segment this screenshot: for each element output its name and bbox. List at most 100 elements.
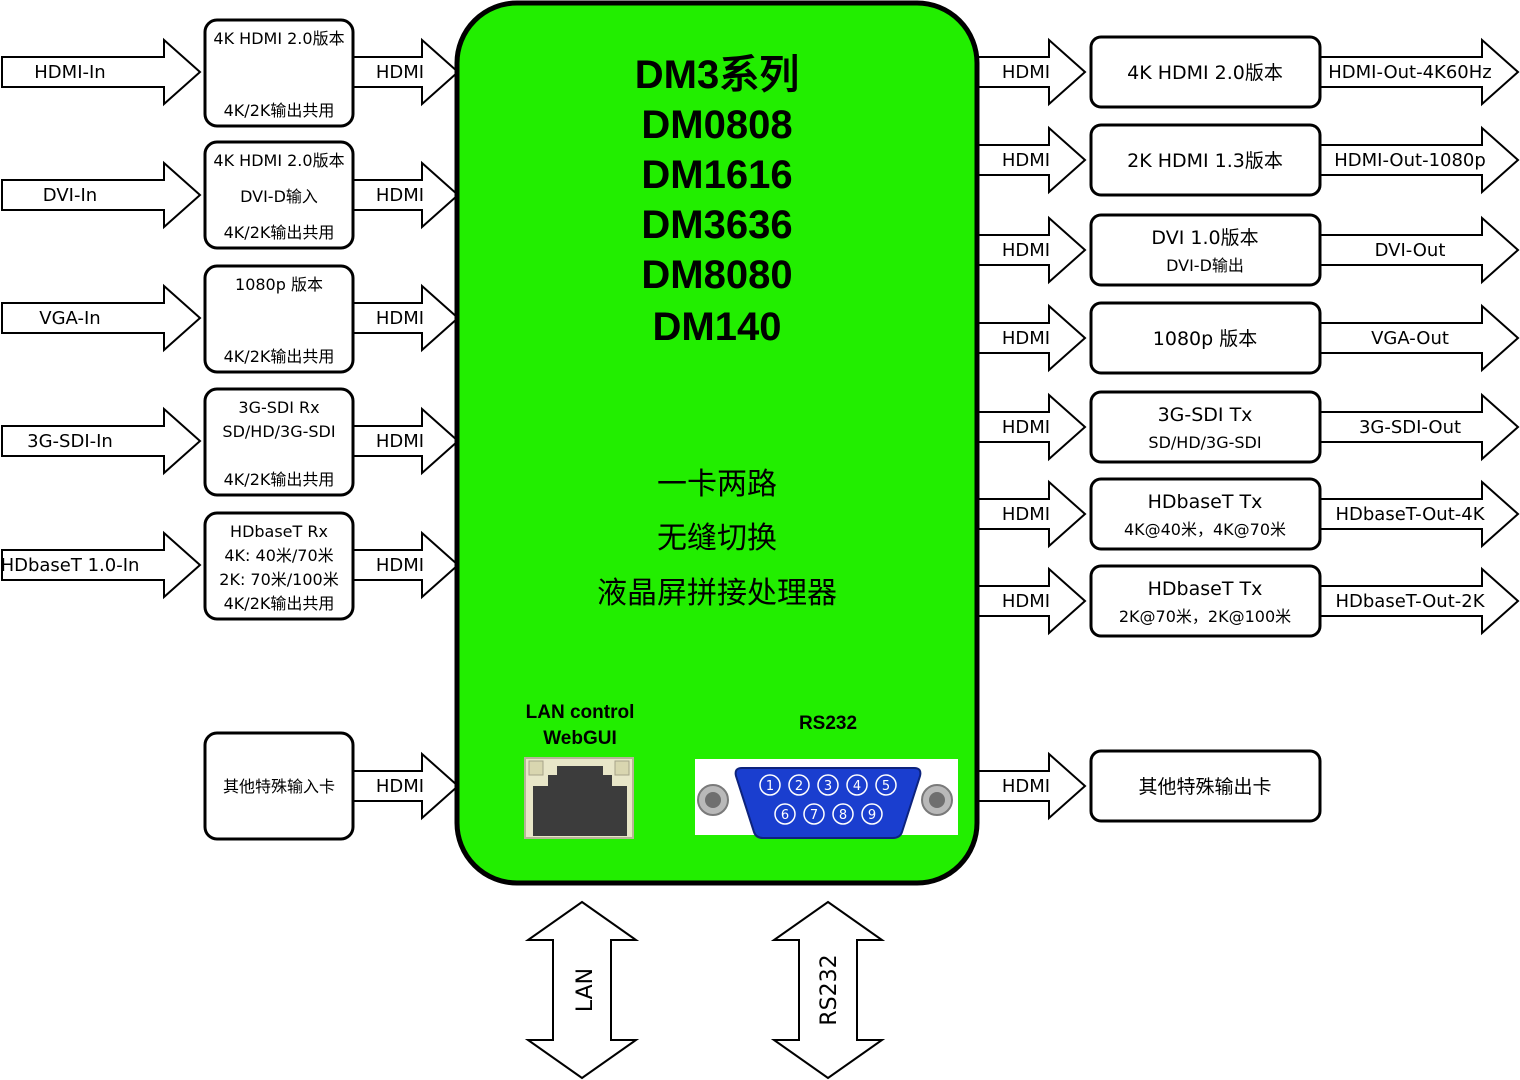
processor-features: 一卡两路 无缝切换 液晶屏拼接处理器 — [597, 467, 837, 611]
feature-text: 液晶屏拼接处理器 — [597, 576, 837, 611]
output-link-arrow — [977, 566, 1087, 636]
input-link-label: HDMI — [376, 431, 424, 452]
output-dest-arrow — [1319, 303, 1520, 373]
input-source-label: VGA-In — [39, 308, 100, 329]
input-card — [203, 18, 355, 128]
output-card-line: 1080p 版本 — [1153, 328, 1257, 350]
output-card-line: 4K HDMI 2.0版本 — [1127, 62, 1283, 84]
rs232-arrow-label: RS232 — [817, 954, 842, 1025]
output-card — [1089, 564, 1322, 638]
output-dest-label: DVI-Out — [1375, 240, 1446, 261]
db9-pin-number: 5 — [882, 779, 890, 794]
input-source-arrow — [1, 283, 202, 353]
input-card-line: 4K/2K输出共用 — [224, 101, 335, 120]
input-card — [203, 731, 355, 841]
input-card-line: 其他特殊输入卡 — [223, 777, 335, 796]
input-card-line: 4K HDMI 2.0版本 — [213, 29, 344, 48]
db9-pin-number: 1 — [766, 779, 774, 794]
output-card — [1089, 390, 1322, 464]
input-card-line: HDbaseT Rx — [230, 522, 328, 541]
input-card-line: 4K: 40米/70米 — [224, 546, 333, 565]
input-source-arrow — [1, 530, 202, 600]
input-card-line: 2K: 70米/100米 — [219, 570, 338, 589]
output-card-line: HDbaseT Tx — [1148, 578, 1263, 600]
db9-pin-number: 4 — [853, 779, 861, 794]
input-card-line: 4K/2K输出共用 — [224, 470, 335, 489]
output-link-arrow — [977, 303, 1087, 373]
input-card-line: 4K/2K输出共用 — [224, 594, 335, 613]
input-link-label: HDMI — [376, 555, 424, 576]
output-card — [1089, 301, 1322, 375]
output-link-arrow — [977, 37, 1087, 107]
feature-text: 一卡两路 — [657, 467, 777, 502]
db9-pin — [759, 774, 781, 796]
title-line: DM3系列 — [635, 53, 799, 97]
output-link-label: HDMI — [1002, 417, 1050, 438]
input-card-line: 4K HDMI 2.0版本 — [213, 151, 344, 170]
output-link-label: HDMI — [1002, 240, 1050, 261]
rj45-led-right — [614, 760, 630, 776]
output-dest-label: HDbaseT-Out-4K — [1335, 504, 1485, 525]
output-link-arrow — [977, 479, 1087, 549]
input-link-arrow — [352, 530, 460, 600]
title-line: DM140 — [653, 305, 782, 349]
db9-screw-right — [921, 784, 953, 816]
input-source-label: HDMI-In — [34, 62, 105, 83]
feature-text: 无缝切换 — [657, 521, 777, 556]
input-link-arrow — [352, 751, 460, 821]
output-card — [1089, 213, 1322, 287]
output-link-arrow — [977, 751, 1087, 821]
db9-pin — [861, 803, 883, 825]
output-link-arrow — [977, 392, 1087, 462]
db9-pin-number: 3 — [824, 779, 832, 794]
db9-pin-number: 9 — [868, 808, 876, 823]
processor-box — [454, 0, 980, 886]
input-link-label: HDMI — [376, 185, 424, 206]
output-card-line: 2K HDMI 1.3版本 — [1127, 150, 1283, 172]
input-card — [203, 140, 355, 250]
output-card-line: 4K@40米，4K@70米 — [1124, 520, 1286, 539]
db9-connector-icon — [734, 767, 922, 839]
input-card-line: 4K/2K输出共用 — [224, 223, 335, 242]
title-line: DM8080 — [641, 253, 792, 297]
output-card-line: 3G-SDI Tx — [1158, 404, 1253, 426]
db9-pin — [846, 774, 868, 796]
lan-control-label: LAN control — [526, 702, 635, 723]
output-dest-arrow — [1319, 125, 1520, 195]
output-dest-arrow — [1319, 566, 1520, 636]
output-link-label: HDMI — [1002, 62, 1050, 83]
output-card — [1089, 35, 1322, 109]
output-card-line: DVI 1.0版本 — [1151, 227, 1258, 249]
input-source-arrow — [1, 160, 202, 230]
output-link-label: HDMI — [1002, 776, 1050, 797]
input-card — [203, 264, 355, 374]
db9-pin-number: 2 — [795, 779, 803, 794]
input-link-arrow — [352, 37, 460, 107]
rj45-led-left — [528, 760, 544, 776]
rs232-double-arrow: RS232 — [770, 900, 886, 1080]
db9-pin — [832, 803, 854, 825]
input-source-arrow — [1, 406, 202, 476]
input-card-line: 3G-SDI Rx — [238, 398, 319, 417]
output-card-line: DVI-D输出 — [1166, 256, 1244, 275]
input-link-label: HDMI — [376, 62, 424, 83]
input-link-label: HDMI — [376, 776, 424, 797]
output-card — [1089, 123, 1322, 197]
input-card-line: 4K/2K输出共用 — [224, 347, 335, 366]
output-dest-arrow — [1319, 392, 1520, 462]
output-link-label: HDMI — [1002, 504, 1050, 525]
db9-pin — [788, 774, 810, 796]
output-card-line: 其他特殊输出卡 — [1138, 776, 1271, 798]
output-dest-arrow — [1319, 37, 1520, 107]
input-source-label: HDbaseT 1.0-In — [1, 555, 140, 576]
processor-title: DM3系列 DM0808 DM1616 DM3636 DM8080 DM140 — [635, 53, 799, 349]
input-card — [203, 511, 355, 621]
output-link-label: HDMI — [1002, 328, 1050, 349]
db9-screw-left — [697, 784, 729, 816]
input-source-arrow — [1, 37, 202, 107]
